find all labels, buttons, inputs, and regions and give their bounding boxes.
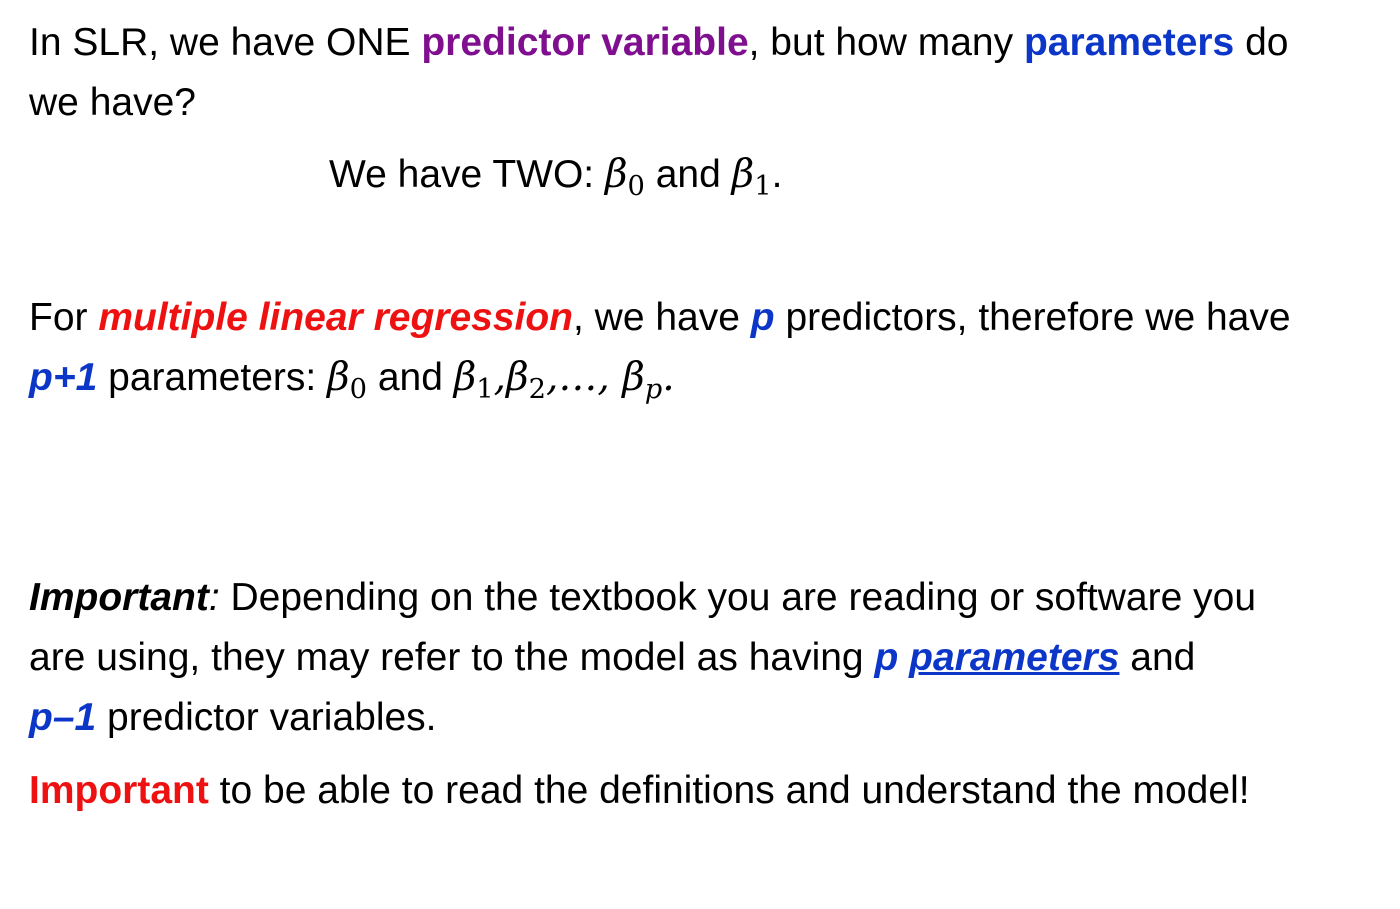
parameters-term: parameters: [1023, 21, 1235, 64]
beta-0: β0: [327, 355, 367, 403]
slr-answer: We have TWO: β0 and β1.: [329, 145, 782, 205]
beta-sequence: β1,β2,…, βp.: [453, 355, 675, 403]
mlr-term: multiple linear regression: [98, 296, 573, 339]
text: ,: [493, 355, 507, 400]
text: to be able to read the definitions and u…: [208, 769, 1250, 812]
text: parameters:: [97, 356, 328, 399]
text: and: [366, 356, 454, 399]
beta-symbol: β: [327, 355, 350, 400]
p-term: p: [750, 296, 775, 339]
mlr-statement: For multiple linear regression, we have …: [29, 288, 1291, 408]
p-term: p: [874, 636, 899, 679]
text: For: [29, 296, 99, 339]
text: .: [771, 153, 783, 196]
subscript: 2: [528, 374, 546, 406]
text: predictors, therefore we have: [774, 296, 1291, 339]
beta-1: β1: [731, 152, 772, 200]
text: We have TWO:: [329, 153, 605, 196]
beta-symbol: β: [453, 355, 477, 400]
beta-symbol: β: [506, 355, 529, 400]
text: Depending on the textbook you are readin…: [219, 576, 1257, 619]
text: do: [1234, 21, 1289, 64]
subscript: 1: [754, 171, 772, 203]
text: , we have: [573, 296, 751, 339]
text: and: [1119, 636, 1196, 679]
text: ,…,: [545, 355, 623, 400]
beta-0: β0: [604, 152, 645, 200]
parameters-term: parameters: [909, 636, 1120, 679]
text: In SLR, we have ONE: [29, 21, 422, 64]
important-label: Important: [29, 576, 209, 619]
important-label: Important: [29, 769, 209, 812]
important-note: Important: Depending on the textbook you…: [29, 568, 1256, 748]
p-minus-1-term: p–1: [29, 696, 97, 739]
beta-symbol: β: [731, 152, 755, 197]
p-plus-1-term: p+1: [29, 356, 98, 399]
text: :: [208, 576, 220, 619]
beta-symbol: β: [622, 355, 645, 400]
beta-symbol: β: [604, 152, 628, 197]
slr-question: In SLR, we have ONE predictor variable, …: [29, 13, 1288, 133]
text: we have?: [29, 81, 196, 124]
predictor-variable-term: predictor variable: [421, 21, 749, 64]
text: , but how many: [748, 21, 1024, 64]
subscript: 1: [476, 374, 494, 406]
subscript: 0: [627, 171, 645, 203]
text: predictor variables.: [96, 696, 437, 739]
text: and: [644, 153, 732, 196]
subscript: p: [644, 374, 663, 406]
text: .: [662, 355, 675, 400]
subscript: 0: [349, 374, 367, 406]
text: [898, 636, 909, 679]
important-closing: Important to be able to read the definit…: [29, 761, 1250, 821]
text: are using, they may refer to the model a…: [29, 636, 875, 679]
